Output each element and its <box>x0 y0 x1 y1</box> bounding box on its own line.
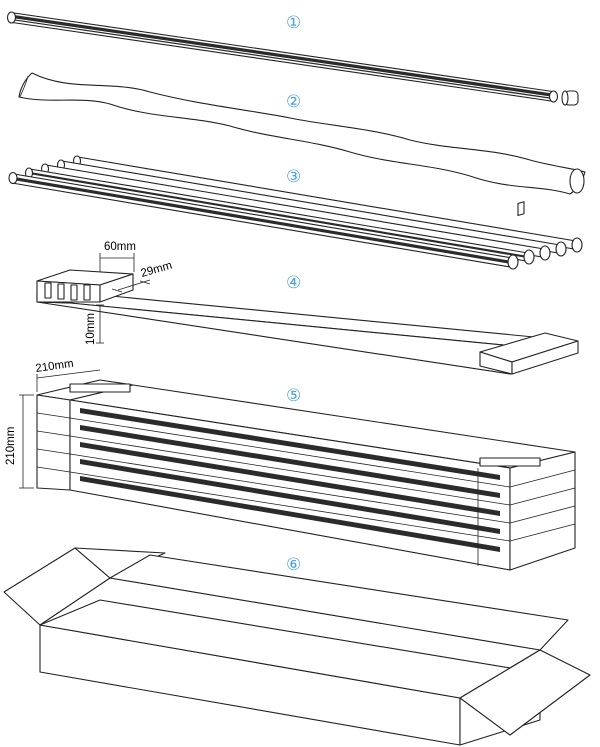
bundle-tube <box>8 171 519 270</box>
step-number-6: ⑥ <box>286 555 301 575</box>
dimension-stack-width: 210mm <box>35 358 101 392</box>
step-number-3: ③ <box>286 167 301 187</box>
single-tube <box>6 11 579 106</box>
dim-label-210mm-height: 210mm <box>5 427 17 465</box>
dimension-slot-width: 60mm <box>99 241 136 272</box>
tube-end-cap <box>561 90 579 106</box>
dimension-tray-height: 10mm <box>85 304 104 345</box>
layer-grooves <box>69 408 511 552</box>
dimension-stack-height: 210mm <box>5 394 34 489</box>
step-number-5: ⑤ <box>286 386 301 406</box>
step-number-1: ① <box>286 13 301 33</box>
open-carton-box <box>3 547 591 746</box>
dim-label-29mm: 29mm <box>140 260 174 280</box>
bundle-tube <box>40 163 551 261</box>
stacked-bundle <box>36 379 576 571</box>
step-number-2: ② <box>286 92 301 112</box>
dim-label-10mm: 10mm <box>85 313 97 345</box>
tube-bundle <box>8 155 583 270</box>
bundle-tube <box>24 167 535 265</box>
end-tray <box>36 201 579 375</box>
step-number-4: ④ <box>286 273 301 293</box>
protective-sleeve <box>18 72 586 195</box>
dim-label-210mm-width: 210mm <box>35 358 75 375</box>
bundle-tube <box>72 155 583 253</box>
dim-label-60mm: 60mm <box>104 241 136 253</box>
